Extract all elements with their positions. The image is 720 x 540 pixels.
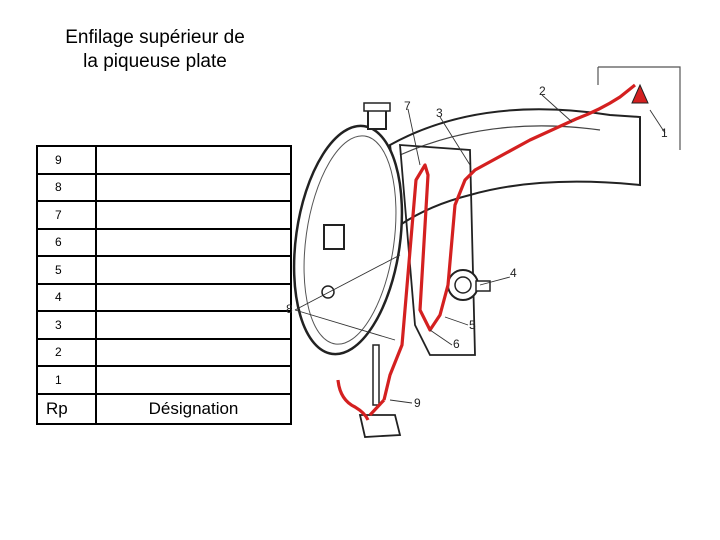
arm-top-edge (399, 125, 601, 156)
callout-4: 4 (510, 266, 517, 280)
thread-path (382, 83, 636, 401)
rp-cell: 3 (36, 310, 97, 340)
rp-cell: 9 (36, 145, 97, 175)
table-row: 8 (36, 172, 292, 202)
rp-cell: 4 (36, 282, 97, 312)
rp-cell: 7 (36, 200, 97, 230)
face-plate-screw-icon (321, 285, 335, 299)
designation-cell[interactable] (95, 200, 292, 230)
table-row: 2 (36, 337, 292, 367)
callout-9: 9 (414, 396, 421, 410)
face-plate (292, 124, 404, 356)
callout-lines (294, 94, 666, 404)
designation-cell[interactable] (95, 337, 292, 367)
thread-tail (336, 379, 386, 421)
brand-logo-icon (323, 224, 345, 250)
thread-spool (631, 83, 649, 104)
designation-cell[interactable] (95, 255, 292, 285)
face-plate-inner (303, 135, 397, 345)
spool-frame (597, 66, 681, 150)
callout-8: 8 (286, 302, 293, 316)
designation-cell[interactable] (95, 282, 292, 312)
designation-cell[interactable] (95, 365, 292, 395)
tension-disc (447, 269, 479, 301)
table-row: 7 (36, 200, 292, 230)
rp-cell: 6 (36, 227, 97, 257)
callout-1: 1 (661, 126, 668, 140)
table-header-row: Rp Désignation (36, 392, 292, 425)
presser-foot (358, 414, 402, 438)
callout-5: 5 (469, 318, 476, 332)
header-rp: Rp (36, 392, 97, 425)
designation-cell[interactable] (95, 145, 292, 175)
designation-cell[interactable] (95, 227, 292, 257)
tension-disc-inner (454, 276, 472, 294)
table-row: 1 (36, 365, 292, 395)
designation-cell[interactable] (95, 310, 292, 340)
title-line-1: Enfilage supérieur de (65, 27, 245, 48)
rp-cell: 8 (36, 172, 97, 202)
table-row: 3 (36, 310, 292, 340)
header-designation: Désignation (95, 392, 292, 425)
legend-table: 9 8 7 6 5 4 3 2 (36, 145, 292, 425)
machine-arm (388, 108, 641, 227)
table-row: 5 (36, 255, 292, 285)
callout-2: 2 (539, 84, 546, 98)
needle-bar (372, 344, 380, 406)
machine-head (399, 144, 476, 356)
callout-3: 3 (436, 106, 443, 120)
table-row: 4 (36, 282, 292, 312)
page-title: Enfilage supérieur de la piqueuse plate (30, 26, 280, 74)
designation-cell[interactable] (95, 172, 292, 202)
rp-cell: 1 (36, 365, 97, 395)
table-row: 9 (36, 145, 292, 175)
rp-cell: 5 (36, 255, 97, 285)
title-line-2: la piqueuse plate (83, 51, 227, 72)
table-row: 6 (36, 227, 292, 257)
callout-6: 6 (453, 337, 460, 351)
sewing-machine-diagram: 1 2 3 4 5 6 7 8 9 (286, 66, 681, 438)
pressure-knob-cap (363, 102, 391, 112)
callout-7: 7 (404, 99, 411, 113)
rp-cell: 2 (36, 337, 97, 367)
tension-nut (475, 280, 491, 292)
